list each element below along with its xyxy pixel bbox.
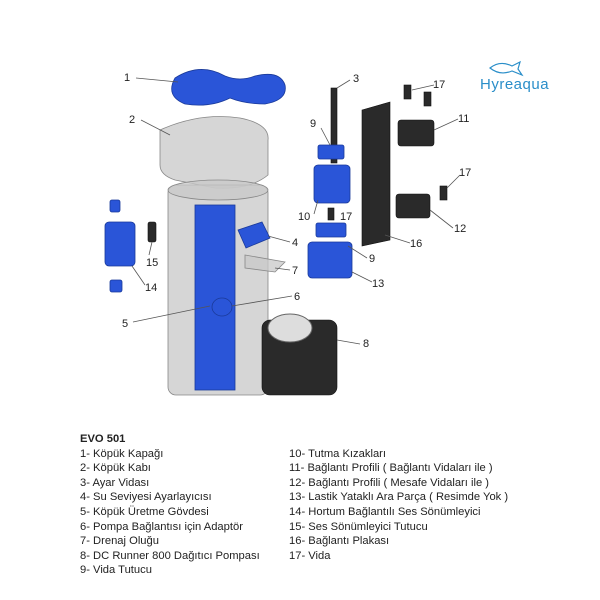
legend-item: 15- Ses Sönümleyici Tutucu	[289, 520, 428, 533]
legend-item: 12- Bağlantı Profili ( Mesafe Vidaları i…	[289, 476, 490, 489]
screw-holder-bottom	[315, 222, 347, 238]
model-title: EVO 501	[80, 433, 126, 445]
callout-14: 14	[145, 282, 157, 294]
callout-9: 9	[310, 118, 316, 130]
hose-fitting-bottom	[109, 279, 123, 293]
screw-icon	[403, 84, 412, 100]
brand-name: Hyreaqua	[480, 76, 550, 93]
legend-item: 5- Köpük Üretme Gövdesi	[80, 505, 209, 518]
legend-item: 8- DC Runner 800 Dağıtıcı Pompası	[80, 549, 260, 562]
foam-lid	[171, 69, 286, 106]
callout-17: 17	[340, 211, 352, 223]
callout-2: 2	[129, 114, 135, 126]
foam-body-blue-inner	[194, 204, 236, 391]
connection-profile-11	[397, 119, 435, 147]
callout-6: 6	[294, 291, 300, 303]
screw-holder-top	[317, 144, 345, 160]
legend-item: 16- Bağlantı Plakası	[289, 535, 390, 548]
callout-7: 7	[292, 265, 298, 277]
legend-item: 11- Bağlantı Profili ( Bağlantı Vidaları…	[289, 462, 493, 475]
holding-slides	[313, 164, 351, 204]
legend-item: 17- Vida	[289, 549, 331, 562]
callout-11: 11	[458, 113, 469, 125]
brand-logo: Hyreaqua	[480, 60, 550, 93]
adjust-screw	[330, 87, 338, 164]
foam-cup	[159, 116, 269, 189]
callout-13: 13	[372, 278, 384, 290]
callout-3: 3	[353, 73, 359, 85]
drain-channel	[244, 254, 286, 273]
hose-fitting-top	[109, 199, 121, 213]
callout-12: 12	[454, 223, 466, 235]
callout-8: 8	[363, 338, 369, 350]
callout-17: 17	[433, 79, 445, 91]
hose-silencer	[104, 221, 136, 267]
callout-1: 1	[124, 72, 130, 84]
legend-item: 2- Köpük Kabı	[80, 462, 151, 475]
screw-icon	[423, 91, 432, 107]
silencer-holder	[147, 221, 157, 243]
leader-lines	[131, 77, 461, 345]
legend-item: 13- Lastik Yataklı Ara Parça ( Resimde Y…	[289, 491, 509, 504]
legend-item: 7- Drenaj Oluğu	[80, 535, 159, 548]
fish-icon	[489, 60, 524, 77]
screw-icon	[327, 207, 335, 221]
screw-icon	[439, 185, 448, 201]
legend-item: 6- Pompa Bağlantısı için Adaptör	[80, 520, 243, 533]
callout-15: 15	[146, 257, 158, 269]
water-level-adjuster	[237, 221, 271, 249]
legend-item: 14- Hortum Bağlantılı Ses Sönümleyici	[289, 505, 481, 518]
foam-body-top	[167, 179, 269, 201]
legend-left: EVO 501 1- Köpük Kapağı 2- Köpük Kabı 3-…	[80, 432, 260, 578]
pump-adaptor	[211, 297, 233, 317]
callout-17: 17	[459, 167, 471, 179]
callout-16: 16	[410, 238, 422, 250]
callout-9: 9	[369, 253, 375, 265]
legend-item: 4- Su Seviyesi Ayarlayıcısı	[80, 491, 212, 504]
exploded-parts-diagram: 1 2 3 17 9 11 17 12 10 17 16 9 13 4 7 15…	[104, 69, 471, 396]
legend-item: 1- Köpük Kapağı	[80, 447, 164, 460]
pump-impeller	[267, 313, 313, 343]
connection-profile-12	[395, 193, 431, 219]
callout-4: 4	[292, 237, 298, 249]
callout-10: 10	[298, 211, 310, 223]
legend-item: 10- Tutma Kızakları	[289, 447, 386, 460]
legend-item: 3- Ayar Vidası	[80, 476, 150, 489]
rubber-spacer	[307, 241, 353, 279]
legend-item: 9- Vida Tutucu	[80, 564, 152, 577]
legend-right: 10- Tutma Kızakları 11- Bağlantı Profili…	[289, 447, 508, 564]
mounting-plate	[361, 101, 391, 247]
callout-5: 5	[122, 318, 128, 330]
